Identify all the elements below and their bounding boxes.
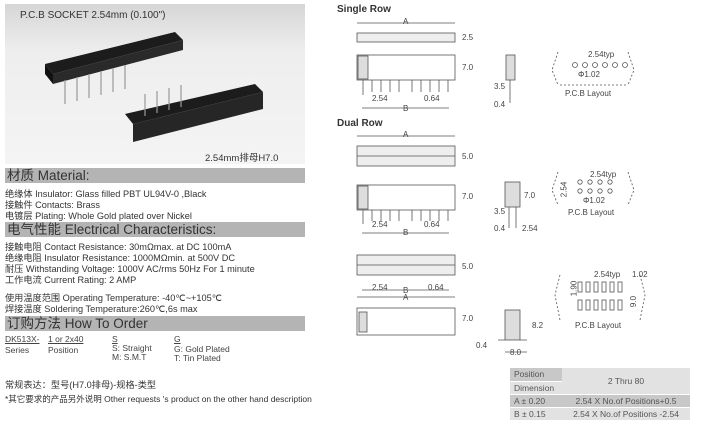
order-code: DK513X- <box>5 334 40 344</box>
dim-label: 0.4 <box>476 341 488 350</box>
table-row: Dimension <box>510 381 690 395</box>
dim-label: 8.2 <box>532 321 544 330</box>
dim-label: 9.0 <box>629 295 639 308</box>
s-heading: S <box>112 334 118 344</box>
dim-label: 0.4 <box>494 224 506 233</box>
dim-label: 3.5 <box>494 207 506 216</box>
dual-row-title: Dual Row <box>337 118 383 129</box>
dim-label: 0.64 <box>424 94 440 103</box>
dim-label: 1.90 <box>569 280 579 297</box>
electrical-line: 绝缘电阻 Insulator Resistance: 1000MΩmin. at… <box>5 253 236 263</box>
table-cell: A ± 0.20 <box>510 394 562 408</box>
table-cell: Position <box>510 368 562 382</box>
dim-label: 2.5 <box>462 33 474 42</box>
dim-label: 7.0 <box>524 191 536 200</box>
dim-label: 2.54 <box>522 224 538 233</box>
material-line: 接触件 Contacts: Brass <box>5 200 100 210</box>
table-cell: B ± 0.15 <box>510 407 562 421</box>
product-title: P.C.B SOCKET 2.54mm (0.100") <box>20 10 166 21</box>
dim-label: 7.0 <box>462 192 474 201</box>
dim-label: 1.02 <box>632 270 648 279</box>
order-note: *其它要求的产品另外说明 Other requests 's product o… <box>5 394 312 404</box>
g-option: T: Tin Plated <box>174 353 221 363</box>
dim-label: 0.64 <box>428 283 444 292</box>
dim-label: 7.0 <box>462 63 474 72</box>
electrical-line: 工作电流 Current Rating: 2 AMP <box>5 275 137 285</box>
dim-label: 2.54 <box>372 220 388 229</box>
electrical-heading: 电气性能 Electrical Characteristics: <box>5 222 305 237</box>
soldering-temp: 焊接温度 Soldering Temperature:260℃,6s max <box>5 304 198 314</box>
order-note: 常规表达：型号(H7.0排母)-规格-类型 <box>5 380 157 390</box>
dim-label: A <box>403 17 409 26</box>
material-line: 电镀层 Plating: Whole Gold plated over Nick… <box>5 211 192 221</box>
pcb-layout-label: P.C.B Layout <box>565 89 612 98</box>
dim-label: 2.54 <box>559 181 569 198</box>
product-photo <box>5 4 305 164</box>
g-heading: G <box>174 334 181 344</box>
order-heading: 订购方法 How To Order <box>5 316 305 331</box>
dim-label: 2.54typ <box>590 170 617 179</box>
dim-label: B <box>403 286 409 295</box>
dim-label: 2.54typ <box>588 50 615 59</box>
dim-label: 2.54 <box>372 94 388 103</box>
dim-label: 0.64 <box>424 220 440 229</box>
single-row-title: Single Row <box>337 4 391 15</box>
s-option: M: S.M.T <box>112 352 147 362</box>
dim-label: 5.0 <box>462 262 474 271</box>
dim-label: B <box>403 228 409 237</box>
pcb-layout-label: P.C.B Layout <box>568 208 615 217</box>
electrical-line: 接触电阻 Contact Resistance: 30mΩmax. at DC … <box>5 242 232 252</box>
table-cell: Dimension <box>510 381 562 395</box>
dim-label: B <box>403 104 409 113</box>
material-line: 绝缘体 Insulator: Glass filled PBT UL94V-0 … <box>5 189 207 199</box>
table-cell: 2.54 X No.of Positions+0.5 <box>562 394 690 408</box>
dim-label: 0.4 <box>494 100 506 109</box>
dim-label: 5.0 <box>462 152 474 161</box>
s-option: S: Straight <box>112 343 152 353</box>
dim-label: Φ1.02 <box>583 196 605 205</box>
dim-label: A <box>403 130 409 139</box>
material-heading: 材质 Material: <box>5 168 305 183</box>
dim-label: A <box>403 293 409 302</box>
product-caption: 2.54mm排母H7.0 <box>205 153 279 164</box>
pcb-layout-label: P.C.B Layout <box>575 321 622 330</box>
position-label: Position <box>48 345 79 355</box>
connector-photo-image <box>45 32 263 142</box>
table-cell: 2 Thru 80 <box>562 368 690 395</box>
dim-label: 2.54 <box>372 283 388 292</box>
g-option: G: Gold Plated <box>174 344 230 354</box>
table-cell: 2.54 X No.of Positions -2.54 <box>562 407 690 421</box>
series-label: Series <box>5 345 30 355</box>
dim-label: 2.54typ <box>594 270 621 279</box>
operating-temp: 使用温度范围 Operating Temperature: -40℃~+105℃ <box>5 293 223 303</box>
dim-label: Φ1.02 <box>578 70 600 79</box>
dim-label: 3.5 <box>494 82 506 91</box>
order-positions: 1 or 2x40 <box>48 334 84 344</box>
dim-label: 8.0 <box>510 348 522 357</box>
dim-label: 7.0 <box>462 314 474 323</box>
electrical-line: 耐压 Withstanding Voltage: 1000V AC/rms 50… <box>5 264 255 274</box>
